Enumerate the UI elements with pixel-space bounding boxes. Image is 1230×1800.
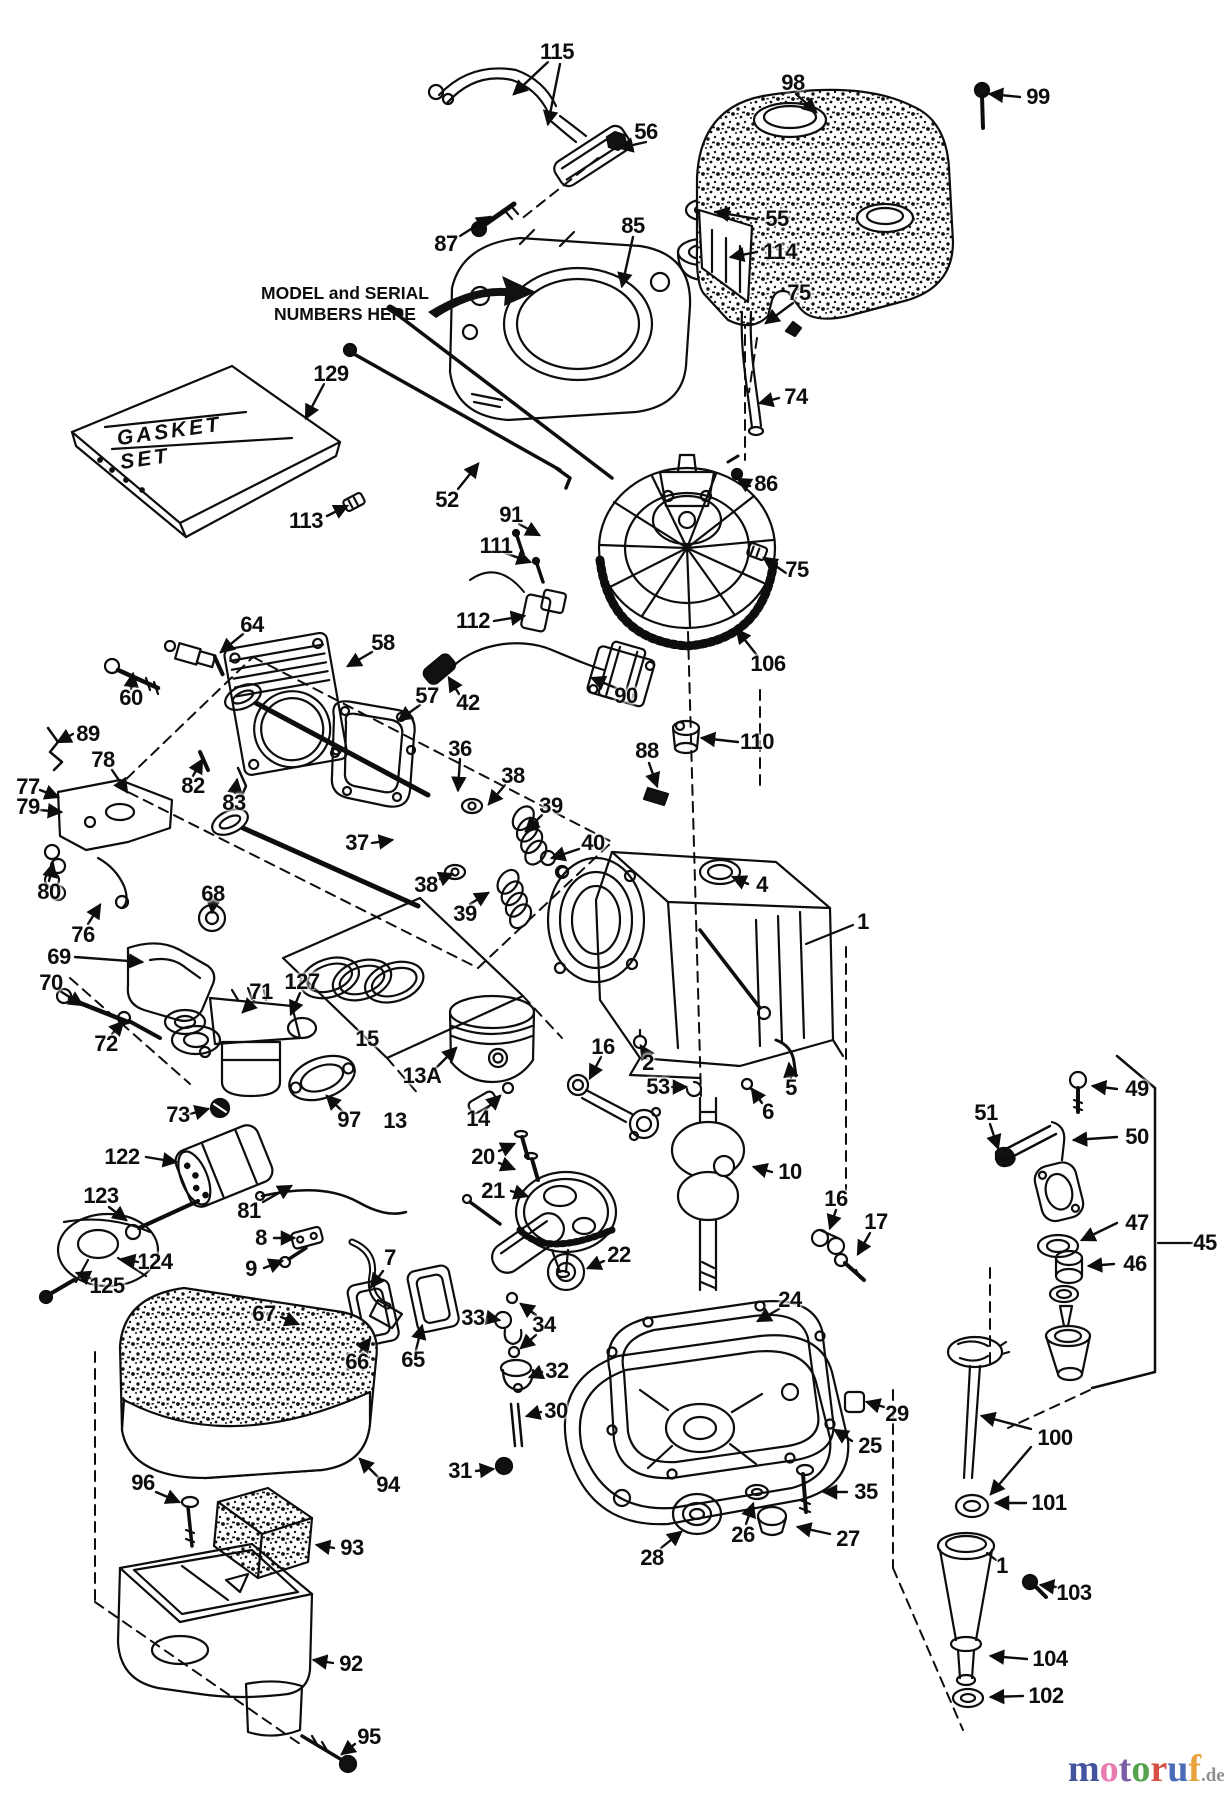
motoruf-letter: o <box>1131 1748 1151 1790</box>
lifter-and-bolt-17 <box>812 1230 864 1280</box>
motoruf-letter: f <box>1188 1748 1201 1790</box>
oil-fill-tube <box>938 1533 1046 1707</box>
breather-assembly <box>996 1056 1155 1388</box>
crankshaft <box>672 1098 744 1290</box>
assembly-dashed-lines <box>70 158 1090 1744</box>
motoruf-letter: u <box>1167 1748 1189 1790</box>
sump-internals <box>495 1293 533 1474</box>
connecting-rod <box>568 1075 660 1140</box>
cylinder-head <box>223 632 348 776</box>
model-serial-line2: NUMBERS HERE <box>274 304 416 324</box>
breather-tube-74 <box>728 312 801 561</box>
carb-gasket-97 <box>283 1048 361 1109</box>
air-cleaner-body <box>118 1544 312 1736</box>
blower-housing <box>450 230 690 420</box>
motoruf-watermark: motoruf.de <box>1068 1750 1225 1795</box>
model-serial-line1: MODEL and SERIAL <box>261 283 429 303</box>
seal-and-drain-parts <box>673 1465 813 1535</box>
cylinder-block <box>548 852 843 1096</box>
intake-elbow <box>57 905 225 1054</box>
motoruf-wordmark: motoruf <box>1068 1748 1201 1790</box>
tappets <box>515 1131 538 1180</box>
flywheel <box>599 455 775 646</box>
ignition-parts <box>421 530 657 707</box>
air-filter-foam <box>120 1288 377 1478</box>
spark-plug <box>165 641 228 674</box>
model-serial-note: MODEL and SERIAL NUMBERS HERE <box>255 283 435 325</box>
governor-rods <box>344 308 612 488</box>
dipstick <box>948 1337 1009 1517</box>
bolt-95 <box>302 1736 356 1772</box>
motoruf-letter: m <box>1068 1748 1100 1790</box>
leader-lines <box>40 62 1117 1756</box>
foam-element-93 <box>214 1488 312 1578</box>
motoruf-letter: t <box>1118 1748 1132 1790</box>
bolt-87 <box>472 204 518 236</box>
model-serial-arrow <box>428 276 536 318</box>
carburetor <box>165 988 316 1117</box>
engine-cover <box>697 90 953 325</box>
muffler <box>40 1122 276 1303</box>
air-filter-screw-96 <box>182 1497 198 1546</box>
oil-sump <box>565 1335 864 1524</box>
valve-train <box>208 679 568 932</box>
bushing-and-key <box>644 721 699 805</box>
piston-rings-box <box>283 898 523 1058</box>
motoruf-letter: o <box>1099 1748 1119 1790</box>
starter-rope <box>429 68 633 189</box>
motoruf-tld: .de <box>1200 1765 1225 1786</box>
oil-pump <box>463 1195 584 1290</box>
gasket-set-envelope <box>72 366 366 537</box>
plain-tick-lines <box>806 925 1192 1560</box>
motoruf-letter: r <box>1150 1748 1168 1790</box>
piston <box>450 996 534 1115</box>
